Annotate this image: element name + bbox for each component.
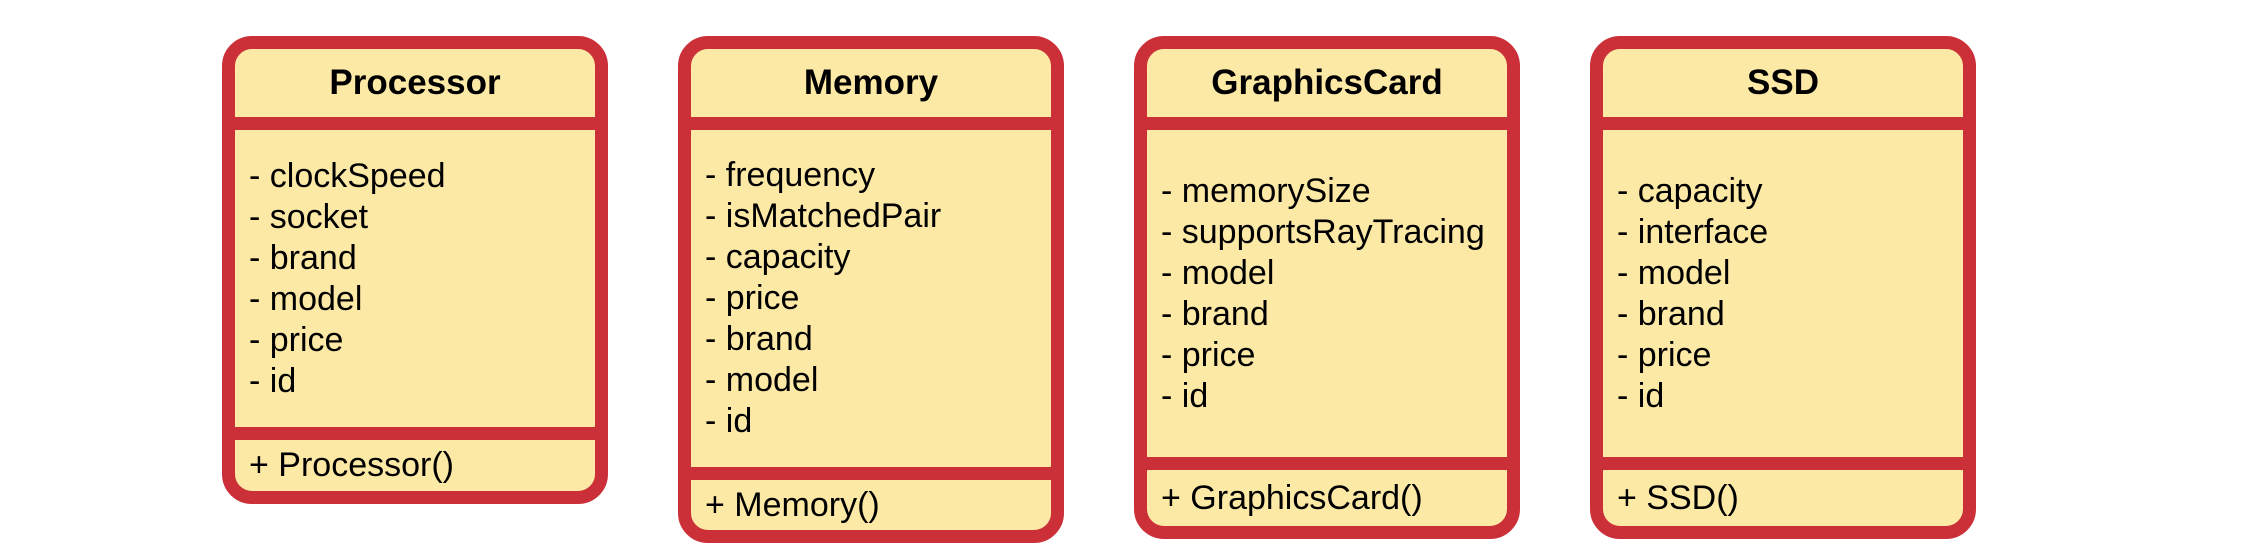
attribute-model: - model <box>705 361 819 399</box>
attribute-brand: - brand <box>249 238 357 277</box>
attribute-price: - price <box>249 320 344 359</box>
attribute-id: - id <box>249 361 297 400</box>
attribute-model: - model <box>1617 253 1731 292</box>
class-attributes-processor: - clockSpeed - socket - brand - model - … <box>235 130 595 440</box>
attribute-model: - model <box>1161 253 1275 292</box>
class-methods-ssd: + SSD() <box>1603 470 1963 526</box>
class-name-ssd: SSD <box>1603 49 1963 130</box>
class-methods-memory: + Memory() <box>691 480 1051 530</box>
class-box-graphicscard: GraphicsCard - memorySize - supportsRayT… <box>1134 36 1520 539</box>
attribute-id: - id <box>1617 376 1665 415</box>
class-name-memory: Memory <box>691 49 1051 130</box>
method-constructor: + Memory() <box>705 485 880 524</box>
attribute-supportsraytracing: - supportsRayTracing <box>1161 212 1485 251</box>
class-attributes-graphicscard: - memorySize - supportsRayTracing - mode… <box>1147 130 1507 470</box>
class-attributes-ssd: - capacity - interface - model - brand -… <box>1603 130 1963 470</box>
attribute-id: - id <box>705 402 753 440</box>
attribute-capacity: - capacity <box>1617 171 1763 210</box>
attribute-id: - id <box>1161 376 1209 415</box>
class-box-memory: Memory - frequency - isMatchedPair - cap… <box>678 36 1064 543</box>
attribute-price: - price <box>1617 335 1712 374</box>
class-methods-graphicscard: + GraphicsCard() <box>1147 470 1507 526</box>
attribute-memorysize: - memorySize <box>1161 171 1371 210</box>
attribute-brand: - brand <box>705 320 813 358</box>
method-constructor: + SSD() <box>1617 478 1739 517</box>
attribute-price: - price <box>705 279 800 317</box>
attribute-brand: - brand <box>1161 294 1269 333</box>
attribute-price: - price <box>1161 335 1256 374</box>
attribute-clockspeed: - clockSpeed <box>249 156 446 195</box>
attribute-interface: - interface <box>1617 212 1769 251</box>
attribute-frequency: - frequency <box>705 156 876 194</box>
class-name-graphicscard: GraphicsCard <box>1147 49 1507 130</box>
class-attributes-memory: - frequency - isMatchedPair - capacity -… <box>691 130 1051 480</box>
class-box-ssd: SSD - capacity - interface - model - bra… <box>1590 36 1976 539</box>
method-constructor: + Processor() <box>249 446 454 484</box>
attribute-capacity: - capacity <box>705 238 851 276</box>
attribute-ismatchedpair: - isMatchedPair <box>705 197 942 235</box>
class-box-processor: Processor - clockSpeed - socket - brand … <box>222 36 608 504</box>
class-name-processor: Processor <box>235 49 595 130</box>
attribute-socket: - socket <box>249 197 369 236</box>
attribute-model: - model <box>249 279 363 318</box>
attribute-brand: - brand <box>1617 294 1725 333</box>
method-constructor: + GraphicsCard() <box>1161 478 1423 517</box>
class-methods-processor: + Processor() <box>235 440 595 491</box>
